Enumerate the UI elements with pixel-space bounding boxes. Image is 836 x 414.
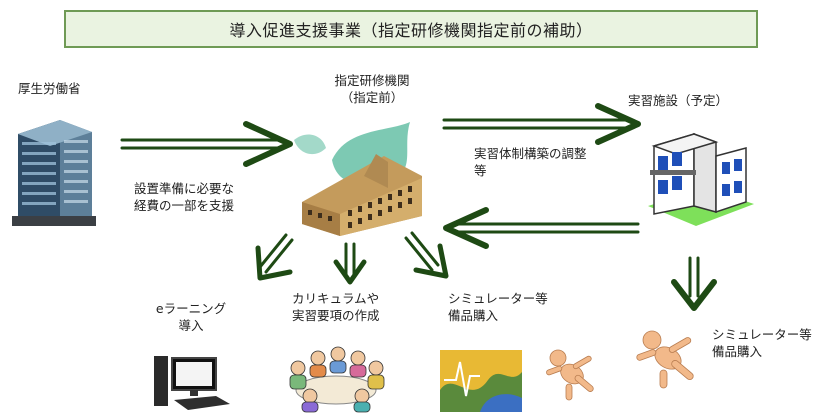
hospital-building-icon (648, 132, 754, 226)
arrow-facility-to-institution (443, 207, 640, 249)
computer-icon (154, 356, 230, 410)
arrow-to-elearning (255, 233, 294, 281)
diagram-title: 導入促進支援事業（指定研修機関指定前の補助） (64, 10, 758, 48)
office-building-icon (12, 120, 96, 226)
simulator-right-label: シミュレーター等 備品購入 (712, 327, 812, 359)
arrow-ministry-to-institution (120, 121, 293, 167)
university-building-icon (294, 122, 422, 236)
arrow-institution-to-facility (442, 103, 641, 145)
simulator-center-label: シミュレーター等 備品購入 (448, 291, 548, 323)
manikin-icon (636, 330, 694, 389)
ministry-label: 厚生労働省 (18, 81, 81, 96)
arrow-to-curriculum (333, 242, 367, 285)
arrow-to-simulator-center (404, 231, 449, 279)
institution-label: 指定研修機関 （指定前） (334, 73, 410, 105)
meeting-people-icon (289, 346, 385, 413)
curriculum-label: カリキュラムや 実習要項の作成 (292, 291, 380, 323)
facility-label: 実習施設（予定） (628, 93, 729, 108)
support-text: 設置準備に必要な 経費の一部を支援 (134, 181, 235, 213)
coordination-text: 実習体制構築の調整 等 (474, 146, 587, 178)
arrow-to-simulator-right (671, 256, 717, 311)
elearning-label: eラーニング 導入 (155, 301, 227, 333)
medical-chart-icon (440, 350, 522, 412)
manikin-icon (546, 349, 594, 401)
